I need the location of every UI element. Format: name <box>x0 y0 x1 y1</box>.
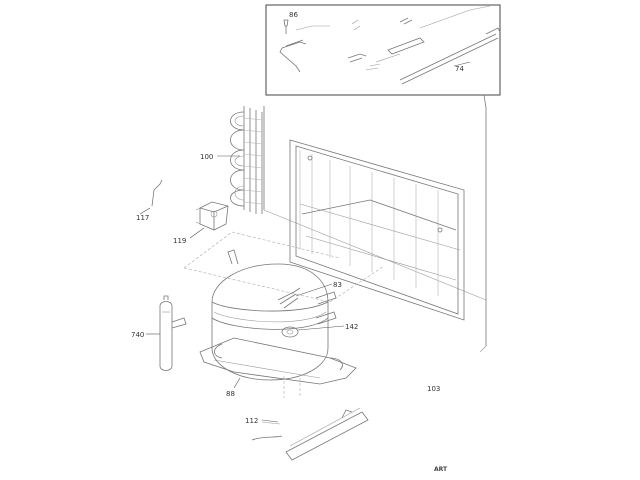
callout-119: 119 <box>173 237 186 245</box>
terminal-142-shape <box>281 326 299 338</box>
inset-frame <box>265 4 501 96</box>
floor-outline <box>183 231 385 303</box>
tube-74-shape <box>399 33 499 85</box>
condenser-coil-100 <box>230 106 263 214</box>
callout-74: 74 <box>455 65 464 73</box>
clip-83-shape <box>277 287 301 309</box>
cabinet-outline <box>263 94 487 353</box>
callout-103: 103 <box>427 385 440 393</box>
screw-86-shape <box>283 19 289 34</box>
bracket-112 <box>251 407 369 461</box>
callout-142: 142 <box>345 323 358 331</box>
drier-740 <box>159 295 187 371</box>
callout-112: 112 <box>245 417 258 425</box>
callout-117: 117 <box>136 214 149 222</box>
footer-label: ART <box>434 466 448 473</box>
inset-detail <box>265 4 501 96</box>
callout-83: 83 <box>333 281 342 289</box>
callout-740: 740 <box>131 331 144 339</box>
relay-119 <box>195 201 229 231</box>
callout-88: 88 <box>226 390 235 398</box>
leader-lines <box>139 61 471 423</box>
tube-117-shape <box>151 179 163 207</box>
callout-100: 100 <box>200 153 213 161</box>
callout-86: 86 <box>289 11 298 19</box>
compressor-88 <box>199 249 357 385</box>
